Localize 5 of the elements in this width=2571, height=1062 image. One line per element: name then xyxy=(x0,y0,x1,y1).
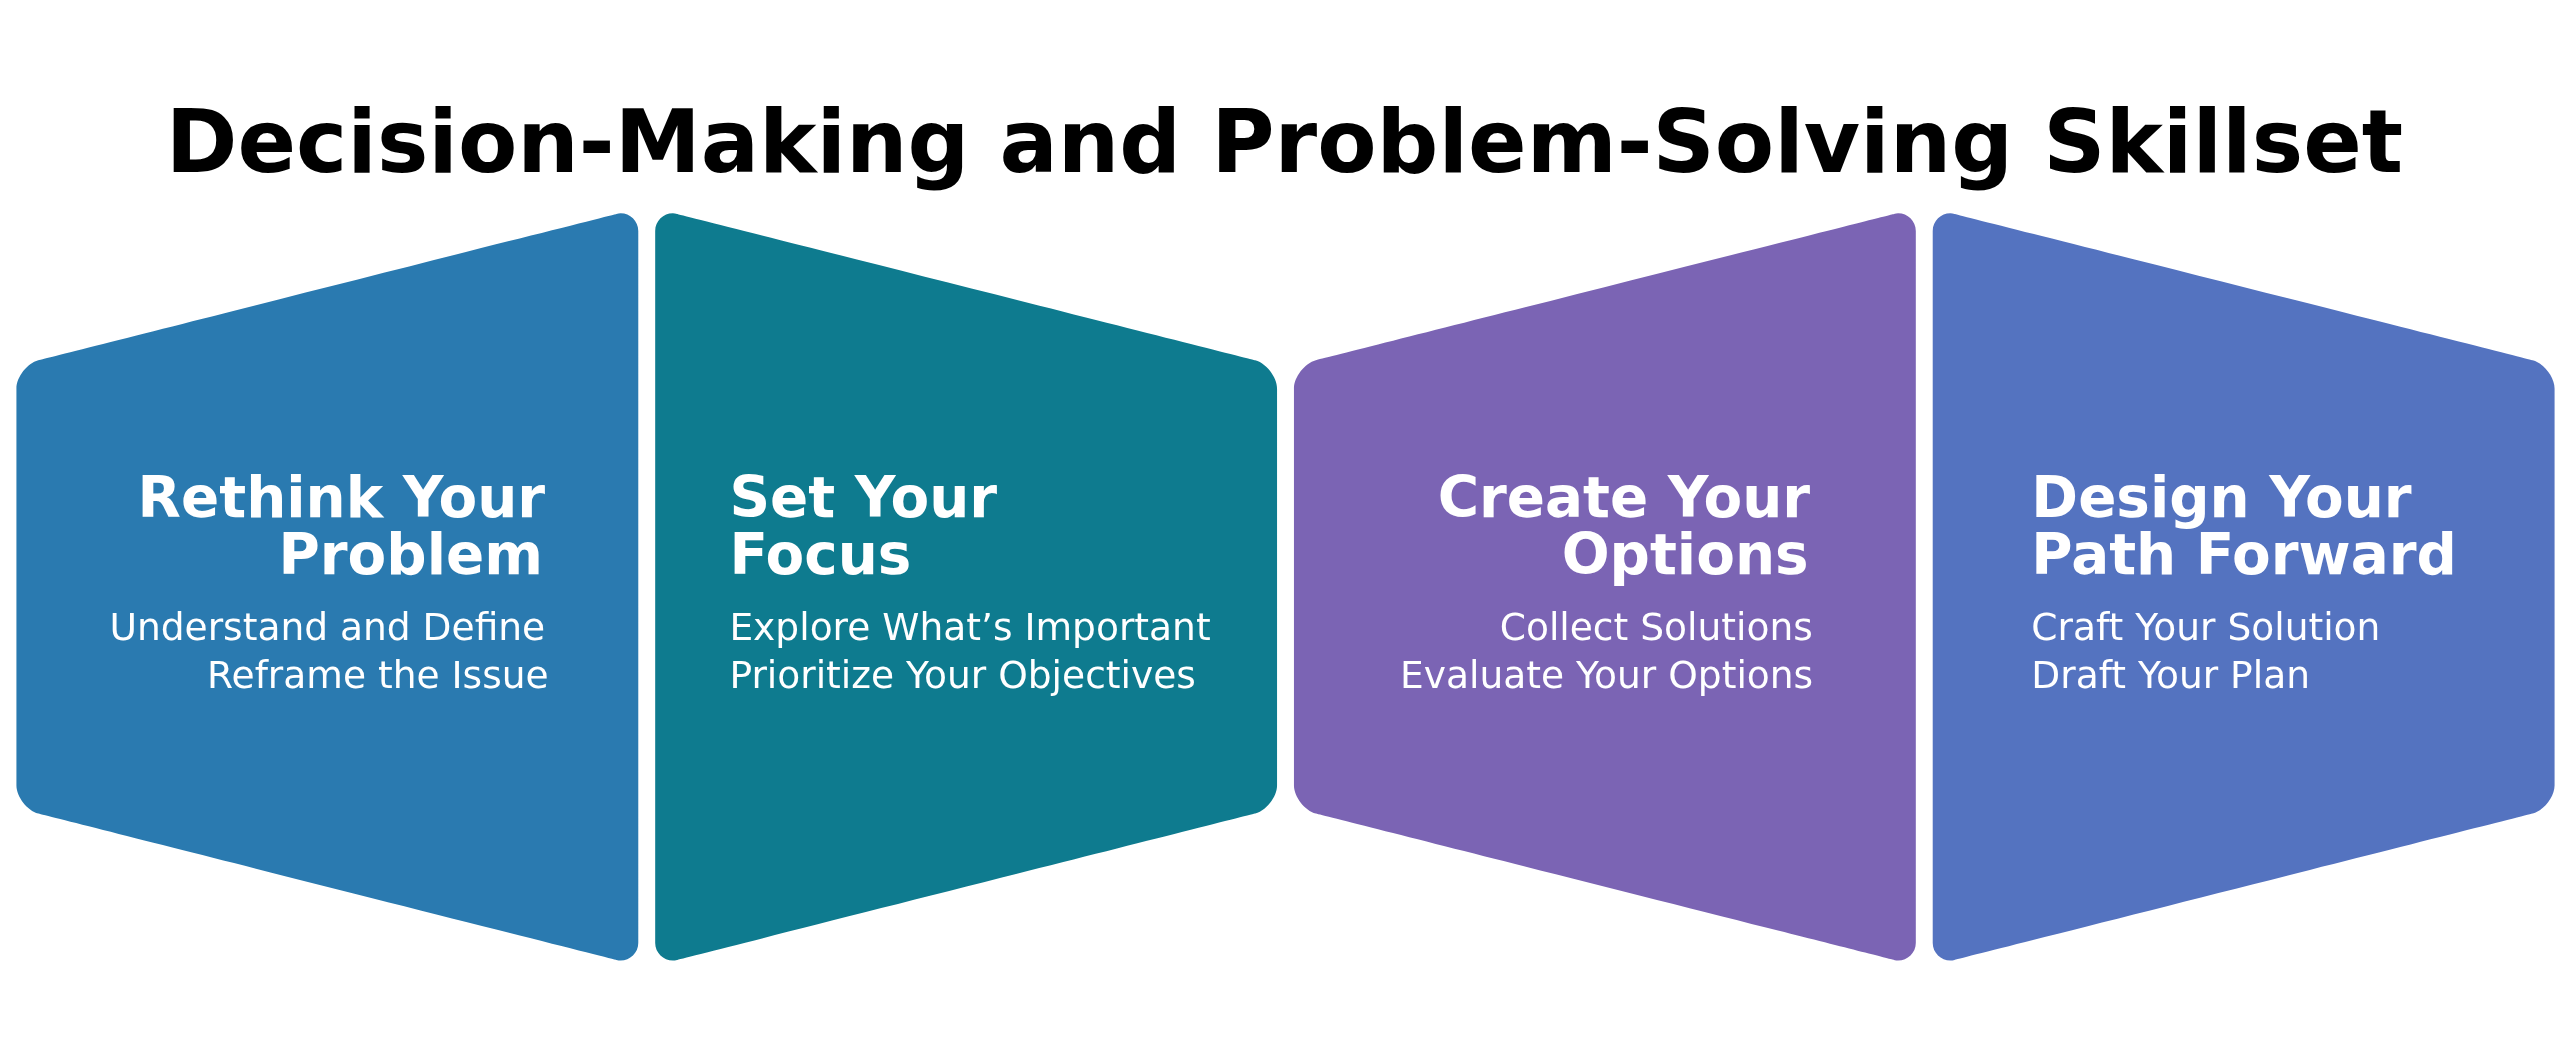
node-ellipse: Design Your Path Forward Craft Your Solution Draft Your Plan xyxy=(1932,212,2555,960)
diagram-title: Decision-Making and Problem-Solving Skillset xyxy=(165,91,2404,192)
node-ellipse: Rethink Your Problem Understand and Define Reframe the Issue xyxy=(16,212,639,960)
node-ellipse: Set Your Focus Explore What’s Important Prioritize Your Objectives xyxy=(655,212,1278,960)
node-ellipse: Create Your Options Collect Solutions Evaluate Your Options xyxy=(1293,212,1916,960)
